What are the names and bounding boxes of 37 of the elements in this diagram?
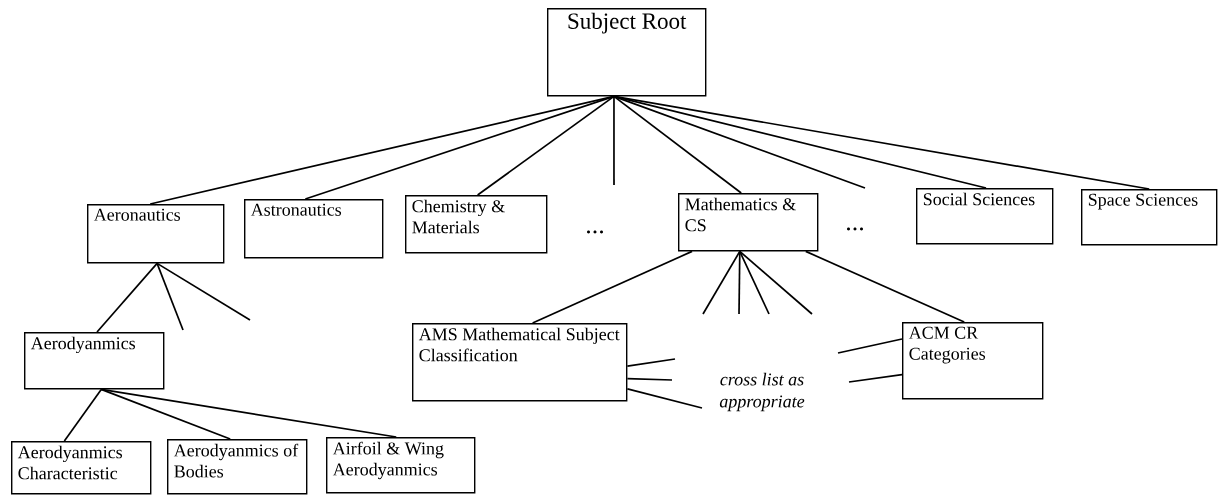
category-box: Aerodyanmics of Bodies — [167, 439, 308, 495]
connector-line — [804, 250, 966, 323]
note-text: cross list as appropriate — [719, 372, 805, 412]
category-box: ACM CR Categories — [902, 322, 1044, 400]
connector-line — [613, 95, 743, 194]
connector-line — [96, 262, 158, 333]
connector-line — [156, 262, 184, 331]
connector-line — [304, 95, 615, 200]
connector-line — [738, 250, 813, 315]
connector-line — [63, 388, 103, 442]
connector-line — [100, 388, 232, 440]
category-box: Aerodyanmics — [24, 332, 165, 390]
connector-line — [613, 95, 615, 186]
category-box: Aerodyanmics Characteristic — [11, 441, 152, 495]
connector-line — [837, 338, 903, 354]
ellipsis: ... — [846, 227, 864, 231]
connector-line — [626, 377, 673, 381]
connector-line — [702, 250, 741, 315]
connector-line — [156, 262, 251, 321]
connector-line — [738, 250, 770, 315]
connector-line — [738, 250, 741, 315]
connector-line — [531, 250, 693, 324]
connector-line — [848, 373, 903, 383]
connector-line — [476, 95, 615, 196]
category-box: Mathematics & CS — [678, 193, 819, 252]
ellipsis: ... — [586, 230, 604, 234]
category-box: Subject Root — [547, 8, 707, 97]
category-box: Chemistry & Materials — [405, 195, 548, 254]
connector-line — [626, 388, 703, 409]
category-box: Space Sciences — [1081, 189, 1218, 246]
category-box: AMS Mathematical Subject Classification — [412, 323, 628, 402]
category-box: Aeronautics — [87, 204, 225, 264]
category-box: Astronautics — [244, 199, 384, 259]
connector-line — [100, 388, 398, 438]
connector-line — [626, 358, 676, 367]
category-box: Airfoil & Wing Aerodyanmics — [326, 437, 476, 494]
category-box: Social Sciences — [916, 188, 1054, 245]
